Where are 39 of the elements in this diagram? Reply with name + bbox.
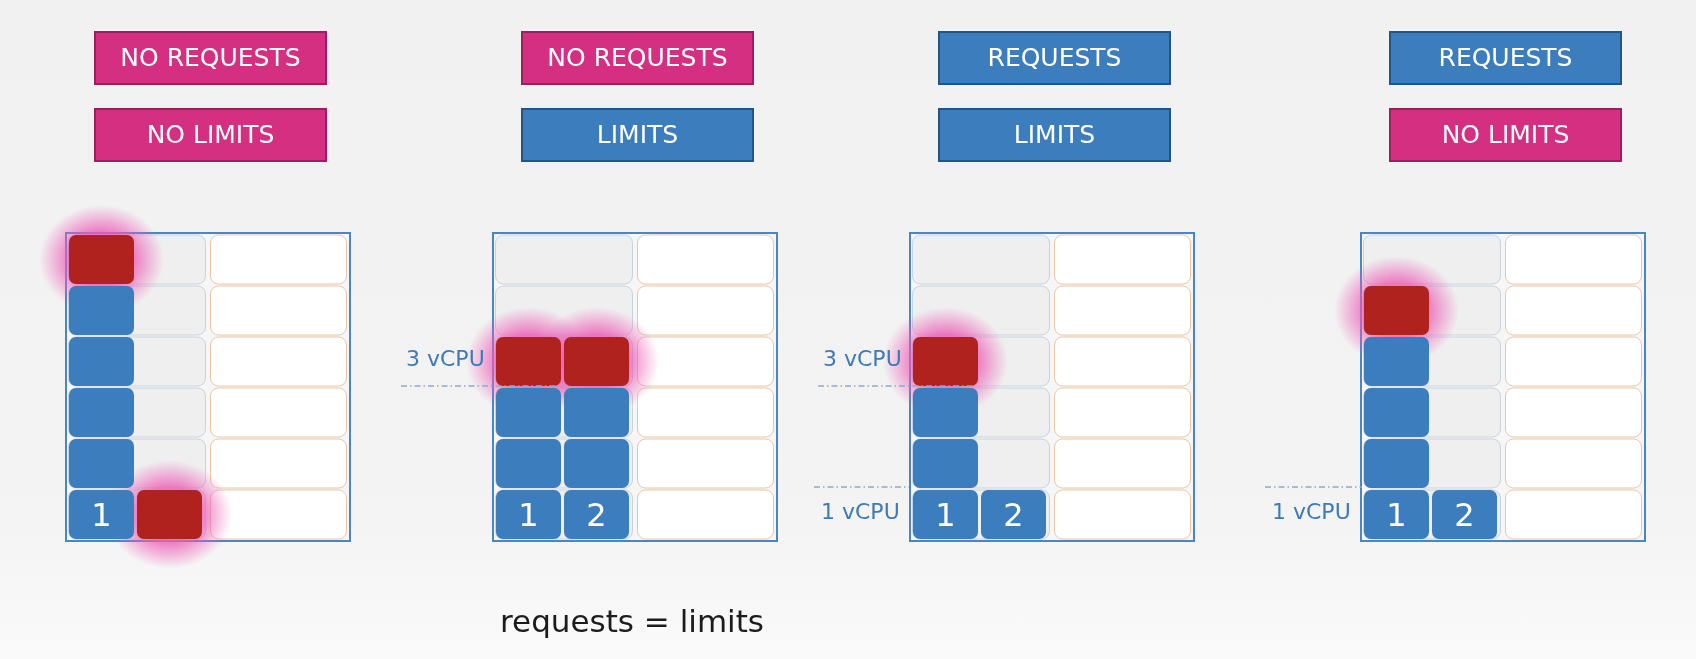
cpu-block — [564, 388, 629, 437]
cpu-block — [496, 337, 561, 386]
vcpu-label: 3 vCPU — [406, 346, 485, 371]
cpu-block — [913, 388, 978, 437]
setting-tag: LIMITS — [521, 108, 754, 162]
vcpu-label: 1 vCPU — [1272, 499, 1351, 524]
cpu-block: 1 — [496, 490, 561, 539]
cpu-block — [137, 490, 202, 539]
setting-tag: NO REQUESTS — [521, 31, 754, 85]
setting-tag: REQUESTS — [938, 31, 1171, 85]
cpu-block — [913, 337, 978, 386]
cpu-block — [1364, 286, 1429, 335]
cpu-block — [1364, 337, 1429, 386]
cpu-block: 2 — [1432, 490, 1497, 539]
cpu-block — [913, 439, 978, 488]
cpu-block — [564, 439, 629, 488]
cpu-block — [496, 439, 561, 488]
cpu-block: 2 — [981, 490, 1046, 539]
cpu-block — [1364, 388, 1429, 437]
setting-tag: REQUESTS — [1389, 31, 1622, 85]
cpu-block — [496, 388, 561, 437]
cpu-block — [69, 286, 134, 335]
cpu-block — [69, 235, 134, 284]
setting-tag: LIMITS — [938, 108, 1171, 162]
cpu-block — [69, 337, 134, 386]
setting-tag: NO LIMITS — [94, 108, 327, 162]
cpu-block — [69, 439, 134, 488]
caption-text: requests = limits — [500, 603, 764, 639]
cpu-block — [1364, 439, 1429, 488]
cpu-block: 2 — [564, 490, 629, 539]
setting-tag: NO LIMITS — [1389, 108, 1622, 162]
cpu-block — [564, 337, 629, 386]
vcpu-label: 1 vCPU — [821, 499, 900, 524]
cpu-block: 1 — [69, 490, 134, 539]
cpu-block: 1 — [1364, 490, 1429, 539]
vcpu-label: 3 vCPU — [823, 346, 902, 371]
cpu-block — [69, 388, 134, 437]
setting-tag: NO REQUESTS — [94, 31, 327, 85]
cpu-block: 1 — [913, 490, 978, 539]
